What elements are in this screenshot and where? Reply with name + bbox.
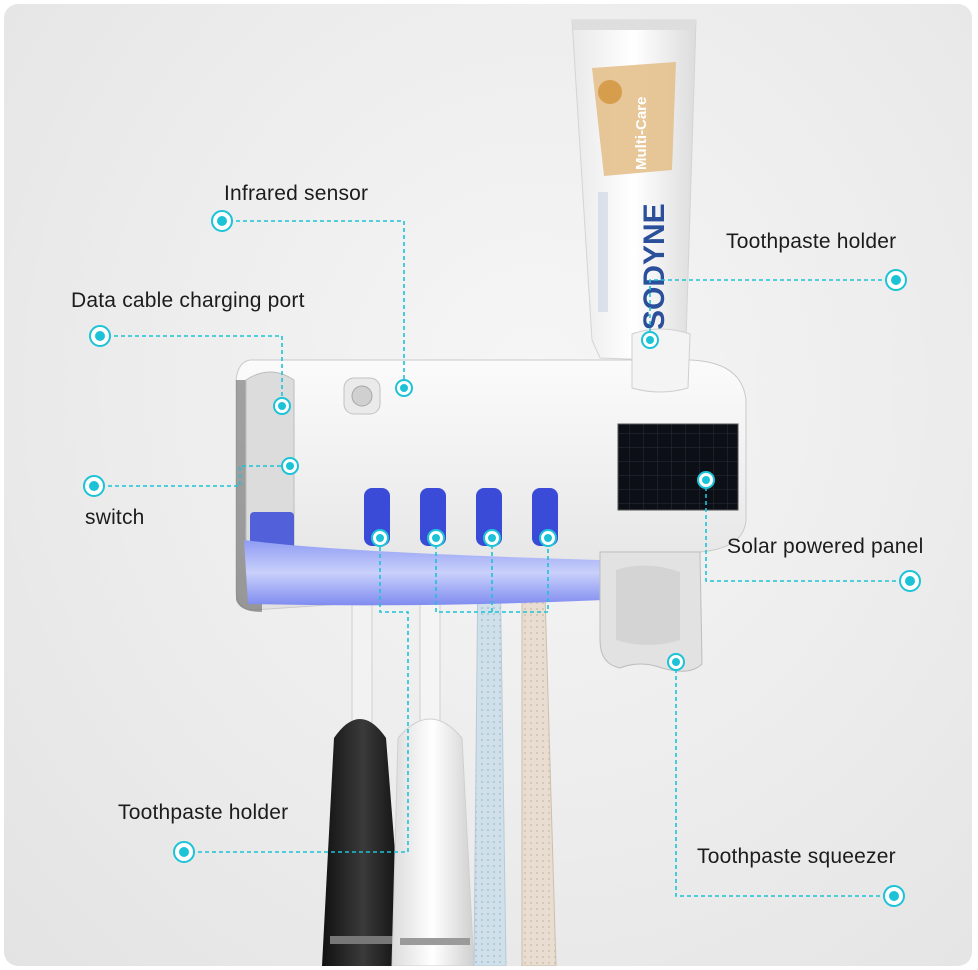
callout-lines (94, 220, 910, 897)
manual-toothbrush-blue (473, 559, 507, 966)
callout-label-data-cable-charging-port: Data cable charging port (71, 289, 305, 312)
callout-dot (641, 331, 659, 349)
callout-dot (173, 841, 195, 863)
callout-dot (211, 210, 233, 232)
callout-dot (667, 653, 685, 671)
callout-dot (395, 379, 413, 397)
callout-label-switch: switch (85, 506, 145, 529)
callout-dot (83, 475, 105, 497)
electric-toothbrush-white (391, 597, 475, 966)
callout-dot (427, 529, 445, 547)
callout-dot (281, 457, 299, 475)
tube-variant-text: Multi-Care (633, 97, 650, 170)
callout-dot (697, 471, 715, 489)
product-illustration: Multi-Care SODYNE (83, 19, 921, 966)
callout-label-infrared-sensor: Infrared sensor (224, 182, 369, 205)
callout-dot (273, 397, 291, 415)
tube-brand-text: SODYNE (638, 203, 671, 330)
electric-toothbrush-black (322, 597, 404, 966)
callout-dot (883, 885, 905, 907)
callout-label-toothpaste-holder-top: Toothpaste holder (726, 230, 897, 253)
callout-dot (371, 529, 389, 547)
callout-dots (83, 210, 921, 907)
callout-dot (899, 570, 921, 592)
toothpaste-tube: Multi-Care SODYNE (571, 19, 697, 361)
callout-dot (89, 325, 111, 347)
callout-dot (483, 529, 501, 547)
callout-label-toothpaste-squeezer: Toothpaste squeezer (697, 845, 896, 868)
manual-toothbrush-beige (521, 559, 557, 966)
callout-label-toothpaste-holder-bottom: Toothpaste holder (118, 801, 289, 824)
callout-dot (885, 269, 907, 291)
callout-label-solar-powered-panel: Solar powered panel (727, 535, 924, 558)
product-photo-frame: Multi-Care SODYNE (4, 4, 972, 966)
callout-dot (539, 529, 557, 547)
dispenser-body (235, 328, 747, 672)
